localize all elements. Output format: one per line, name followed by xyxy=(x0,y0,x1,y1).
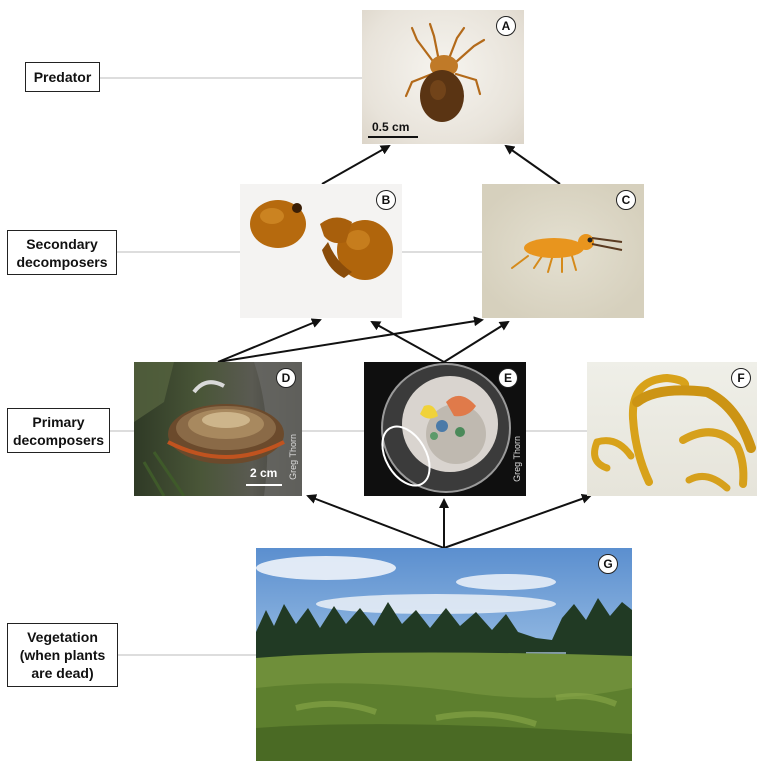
panel-letter-d: D xyxy=(276,368,296,388)
arrow-e-to-c xyxy=(443,320,510,363)
springtail-illustration xyxy=(511,234,623,273)
oribatid-illustration xyxy=(250,200,393,280)
label-secondary-decomposers: Secondary decomposers xyxy=(7,230,117,275)
photo-c-springtail: C xyxy=(482,184,644,318)
panel-letter-a: A xyxy=(496,16,516,36)
scale-bar-a xyxy=(368,136,418,138)
photo-credit-d: Greg Thorn xyxy=(288,434,298,480)
larvae-illustration xyxy=(591,373,756,492)
arrow-b-to-a xyxy=(321,145,391,185)
scale-label-a: 0.5 cm xyxy=(372,120,410,134)
label-primary-decomposers: Primary decomposers xyxy=(7,408,110,453)
panel-letter-g: G xyxy=(598,554,618,574)
panel-letter-b: B xyxy=(376,190,396,210)
photo-b-oribatid-mites: B xyxy=(240,184,402,318)
arrow-d-to-c xyxy=(217,316,484,363)
photo-a-predatory-mite: 0.5 cm A xyxy=(362,10,524,144)
mite-illustration xyxy=(404,22,486,122)
photo-e-petri-dish-culture: Greg Thorn E xyxy=(364,362,526,496)
fungus-illustration xyxy=(134,362,302,496)
arrow-d-to-b xyxy=(217,318,322,363)
scale-bar-d xyxy=(246,484,282,486)
panel-letter-f: F xyxy=(731,368,751,388)
petri-dish-illustration xyxy=(381,363,511,493)
landscape-illustration xyxy=(256,556,632,761)
arrow-g-to-f xyxy=(443,493,592,549)
arrow-c-to-a xyxy=(504,144,561,185)
photo-credit-e: Greg Thorn xyxy=(512,436,522,482)
label-vegetation: Vegetation (when plants are dead) xyxy=(7,623,118,687)
arrow-g-to-d xyxy=(306,494,445,549)
photo-f-larvae: F xyxy=(587,362,757,496)
panel-letter-e: E xyxy=(498,368,518,388)
label-predator: Predator xyxy=(25,62,100,92)
photo-d-bracket-fungus: 2 cm Greg Thorn D xyxy=(134,362,302,496)
panel-letter-c: C xyxy=(616,190,636,210)
photo-g-vegetation: G xyxy=(256,548,632,761)
arrow-e-to-b xyxy=(370,321,445,363)
scale-label-d: 2 cm xyxy=(250,466,278,480)
